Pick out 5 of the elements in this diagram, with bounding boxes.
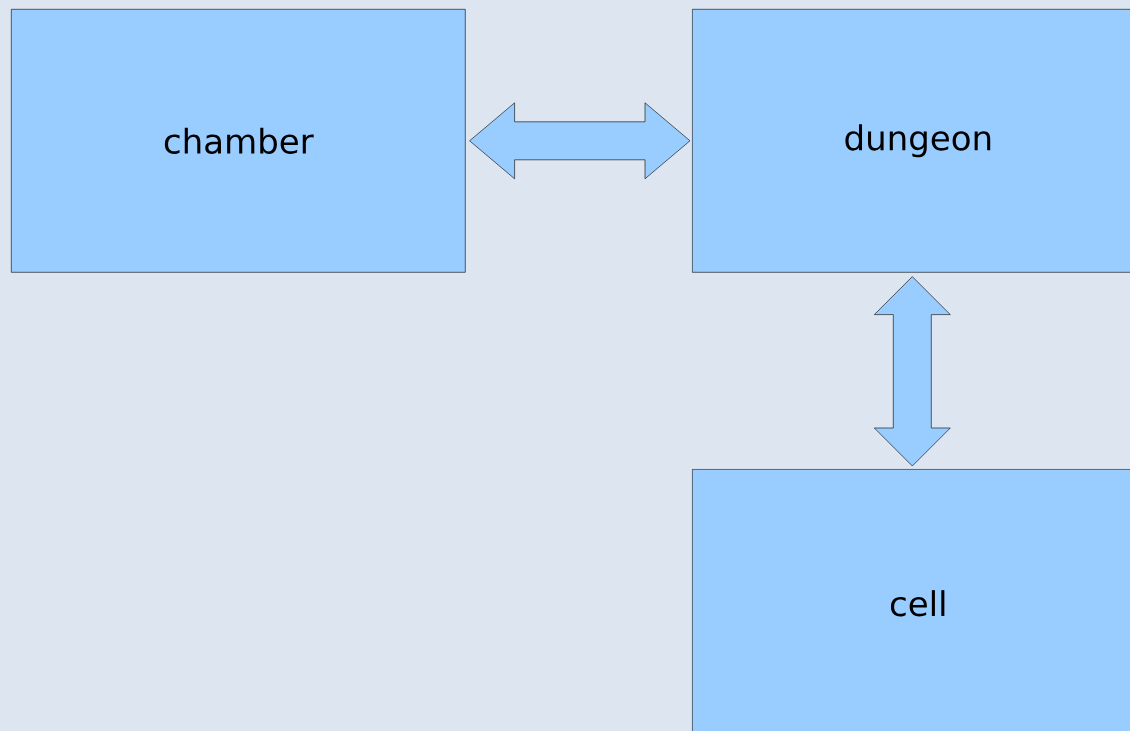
process-box: chamber [11, 9, 466, 273]
double-arrow [469, 102, 691, 180]
process-box: dungeon [692, 9, 1130, 273]
process-box: cell [692, 469, 1130, 731]
double-arrow [874, 276, 951, 467]
